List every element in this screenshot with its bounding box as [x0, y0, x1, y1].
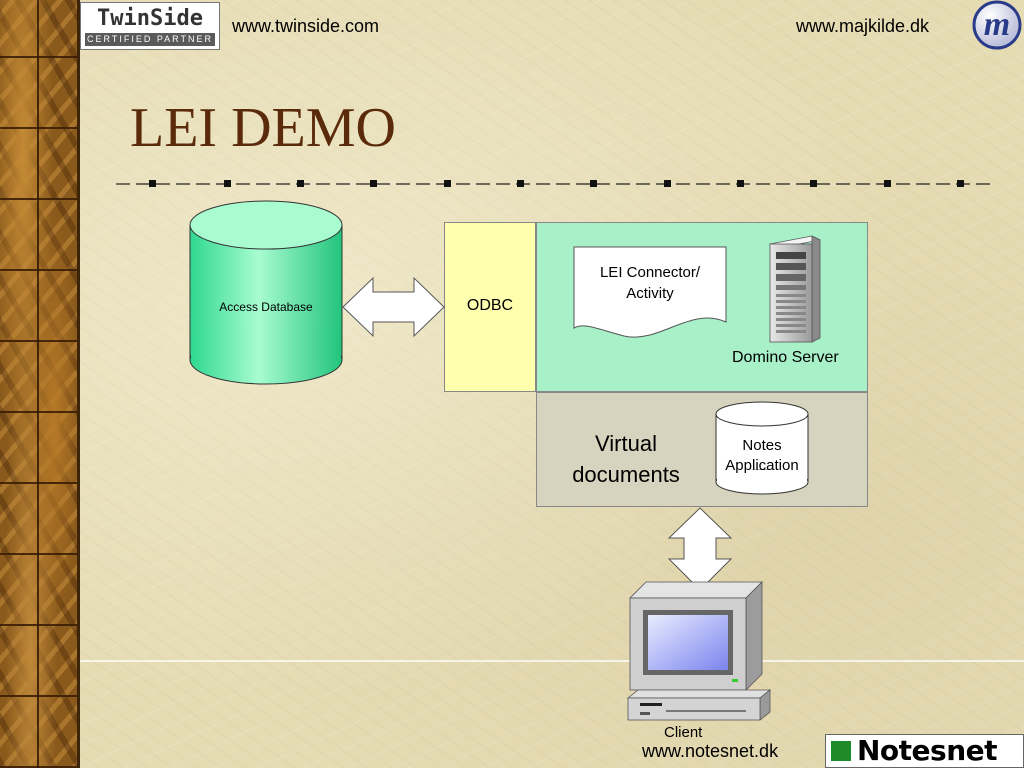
database-cylinder-icon — [189, 200, 343, 385]
twinside-url: www.twinside.com — [232, 16, 380, 36]
access-database-label: Access Database — [219, 300, 313, 314]
notes-database-icon — [715, 401, 809, 495]
virtual-documents-label: Virtual documents — [572, 431, 680, 487]
majkilde-logo-letter: m — [984, 6, 1010, 43]
sidebar-edge — [77, 0, 80, 768]
document-icon — [573, 246, 727, 338]
notesnet-logo-square — [831, 741, 851, 761]
notes-application-label: Notes Application — [725, 437, 799, 474]
decorative-sidebar — [0, 0, 77, 768]
twinside-logo-title: TwinSide — [97, 6, 203, 31]
notesnet-logo: Notesnet — [825, 734, 1024, 768]
server-tower-icon — [768, 235, 822, 343]
virtual-documents-box — [536, 392, 868, 507]
twinside-logo: TwinSide CERTIFIED PARTNER — [80, 2, 220, 50]
majkilde-logo: m — [972, 0, 1022, 50]
odbc-label: ODBC — [466, 297, 514, 314]
double-arrow-vertical-icon — [667, 507, 733, 591]
title-separator — [116, 180, 996, 187]
bottom-divider — [80, 660, 1024, 662]
double-arrow-horizontal-icon — [342, 276, 445, 338]
notesnet-logo-text: Notesnet — [857, 734, 998, 767]
twinside-logo-subtitle: CERTIFIED PARTNER — [85, 33, 215, 46]
domino-server-label: Domino Server — [732, 349, 839, 366]
slide-title: LEI DEMO — [130, 97, 396, 159]
client-computer-icon — [626, 581, 772, 721]
notesnet-url: www.notesnet.dk — [642, 741, 779, 761]
lei-connector-label: LEI Connector/ Activity — [599, 264, 701, 302]
majkilde-url: www.majkilde.dk — [796, 16, 930, 36]
client-label: Client — [664, 724, 703, 741]
